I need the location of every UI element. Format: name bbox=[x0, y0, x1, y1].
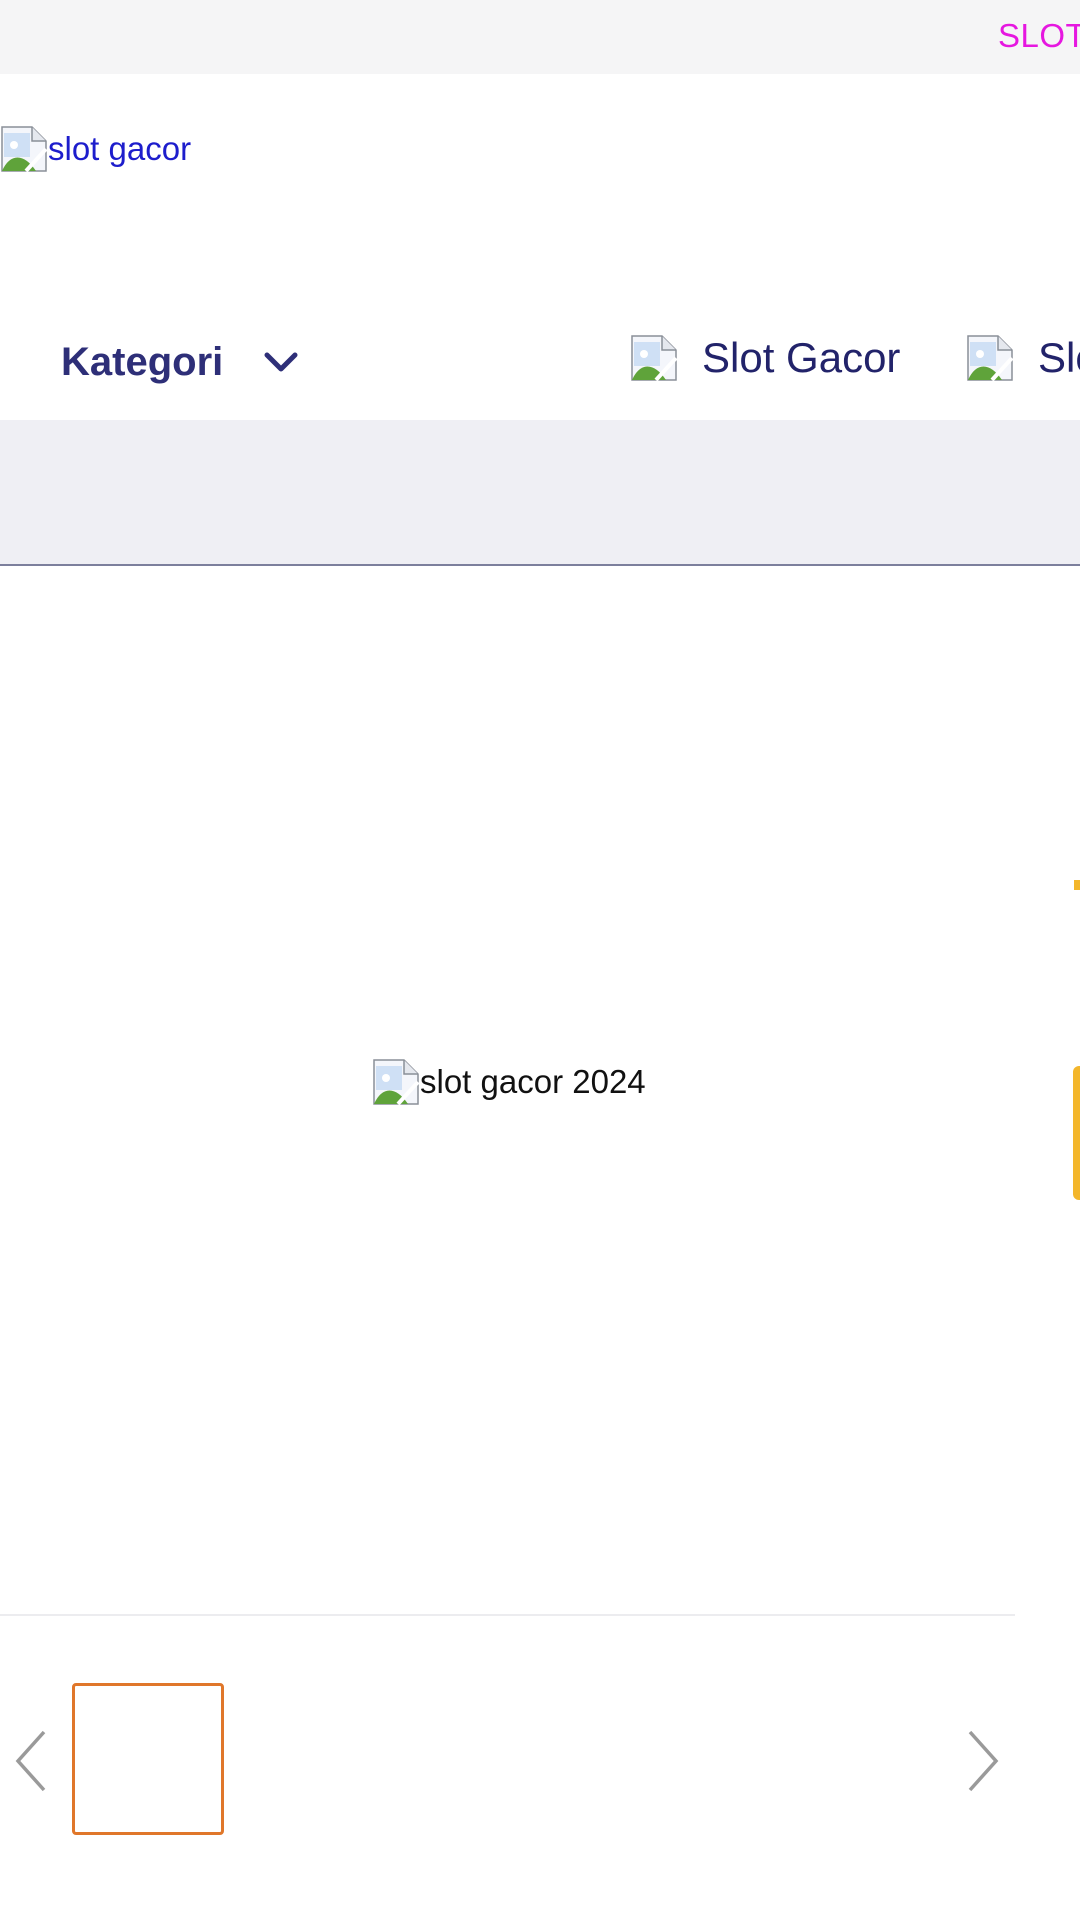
top-promo-bar: SLOT bbox=[0, 0, 1080, 74]
nav-link-slot-gacor[interactable]: Slot Gacor bbox=[630, 328, 900, 388]
product-gallery bbox=[0, 566, 1015, 1616]
main-image-alt-text: slot gacor 2024 bbox=[420, 1063, 646, 1100]
chevron-right-icon bbox=[968, 1730, 999, 1792]
main-nav: Kategori Slot Gacor bbox=[0, 310, 1080, 420]
nav-link-label: Slot Gacor bbox=[702, 334, 901, 381]
broken-image-icon bbox=[372, 1058, 420, 1106]
thumbnail-active[interactable] bbox=[72, 1683, 224, 1835]
logo-alt-text: slot gacor bbox=[48, 130, 192, 167]
kategori-dropdown[interactable]: Kategori bbox=[61, 340, 301, 385]
chevron-left-icon bbox=[15, 1730, 46, 1792]
nav-link-slot[interactable]: Slo bbox=[966, 328, 1080, 388]
breadcrumb-band bbox=[0, 420, 1080, 566]
broken-image-icon bbox=[630, 334, 678, 382]
site-logo[interactable]: slot gacor bbox=[0, 124, 191, 174]
chevron-down-icon bbox=[261, 343, 301, 383]
kategori-label: Kategori bbox=[61, 340, 224, 384]
thumbnail-next-button[interactable] bbox=[962, 1726, 1002, 1796]
broken-image-icon bbox=[966, 334, 1014, 382]
rating-star-fragment bbox=[1074, 880, 1080, 890]
promo-link[interactable]: SLOT bbox=[998, 17, 1080, 54]
thumbnail-prev-button[interactable] bbox=[12, 1726, 52, 1796]
price-box-fragment bbox=[1073, 1066, 1080, 1200]
product-main-image[interactable]: slot gacor 2024 bbox=[372, 1058, 646, 1106]
nav-link-label: Slo bbox=[1038, 334, 1080, 381]
broken-image-icon bbox=[0, 125, 48, 173]
